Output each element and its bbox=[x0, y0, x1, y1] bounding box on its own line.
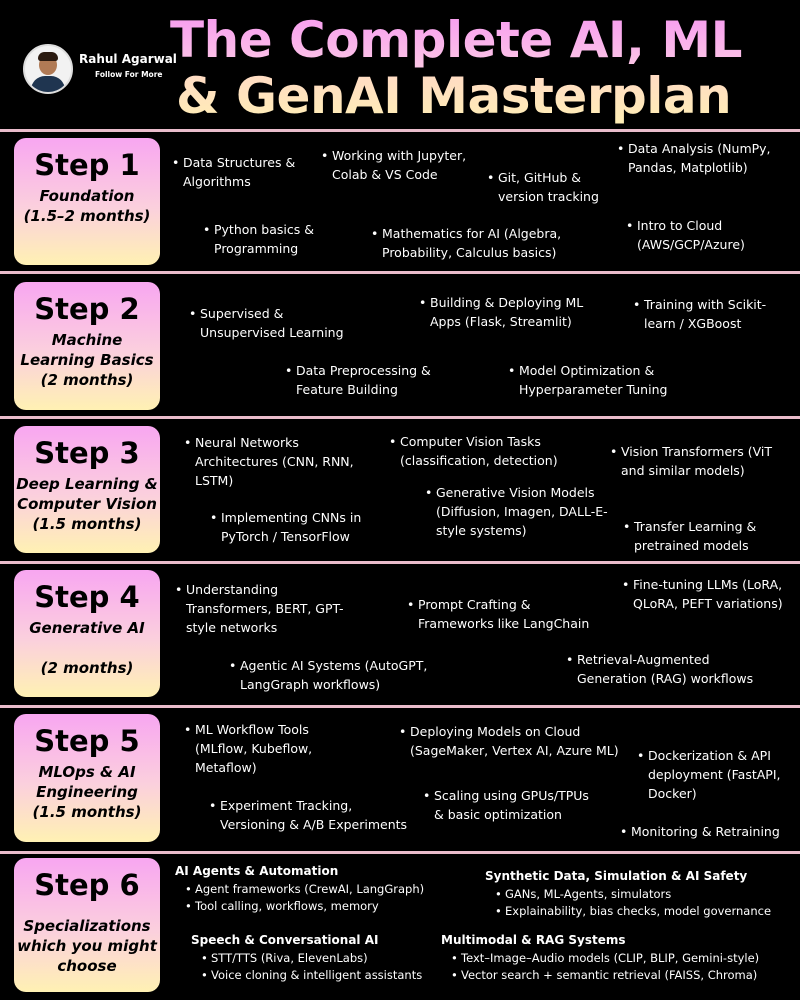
step-subtitle: MLOps & AI Engineering (1.5 months) bbox=[32, 763, 142, 821]
specialization-heading: Multimodal & RAG Systems bbox=[441, 933, 626, 947]
page-title-line-2: & GenAI Masterplan bbox=[176, 67, 732, 125]
step-label: Step 6 bbox=[34, 868, 140, 902]
specialization-bullet: Tool calling, workflows, memory bbox=[185, 898, 379, 915]
step-subtitle: Foundation (1.5–2 months) bbox=[23, 187, 151, 225]
specialization-bullet: Agent frameworks (CrewAI, LangGraph) bbox=[185, 881, 424, 898]
topic-bullet: Vision Transformers (ViT and similar mod… bbox=[610, 442, 772, 480]
section-divider bbox=[0, 705, 800, 708]
section-divider bbox=[0, 561, 800, 564]
topic-bullet: Model Optimization & Hyperparameter Tuni… bbox=[508, 361, 667, 399]
step-subtitle: Specializations which you might choose bbox=[17, 917, 157, 975]
topic-bullet: Prompt Crafting & Frameworks like LangCh… bbox=[407, 595, 589, 633]
section-divider bbox=[0, 416, 800, 419]
specialization-heading: AI Agents & Automation bbox=[175, 864, 339, 878]
step-3-card: Step 3 Deep Learning & Computer Vision (1… bbox=[14, 426, 160, 553]
specialization-heading: Speech & Conversational AI bbox=[191, 933, 379, 947]
specialization-bullet: GANs, ML-Agents, simulators bbox=[495, 886, 671, 903]
step-2-card: Step 2 Machine Learning Basics (2 months) bbox=[14, 282, 160, 410]
topic-bullet: Computer Vision Tasks (classification, d… bbox=[389, 432, 558, 470]
step-1-card: Step 1 Foundation (1.5–2 months) bbox=[14, 138, 160, 265]
topic-bullet: Mathematics for AI (Algebra, Probability… bbox=[371, 224, 561, 262]
topic-bullet: Building & Deploying ML Apps (Flask, Str… bbox=[419, 293, 583, 331]
step-label: Step 1 bbox=[34, 148, 140, 182]
topic-bullet: Generative Vision Models (Diffusion, Ima… bbox=[425, 483, 608, 540]
section-divider bbox=[0, 271, 800, 274]
specialization-bullet: Vector search + semantic retrieval (FAIS… bbox=[451, 967, 757, 984]
step-label: Step 3 bbox=[34, 436, 140, 470]
step-4-card: Step 4 Generative AI (2 months) bbox=[14, 570, 160, 697]
step-label: Step 4 bbox=[34, 580, 140, 614]
topic-bullet: Training with Scikit- learn / XGBoost bbox=[633, 295, 766, 333]
specialization-heading: Synthetic Data, Simulation & AI Safety bbox=[485, 869, 748, 883]
topic-bullet: Data Analysis (NumPy, Pandas, Matplotlib… bbox=[617, 139, 771, 177]
specialization-bullet: Voice cloning & intelligent assistants bbox=[201, 967, 422, 984]
topic-bullet: Intro to Cloud (AWS/GCP/Azure) bbox=[626, 216, 745, 254]
topic-bullet: Understanding Transformers, BERT, GPT- s… bbox=[175, 580, 344, 637]
section-divider bbox=[0, 851, 800, 854]
topic-bullet: Working with Jupyter, Colab & VS Code bbox=[321, 146, 466, 184]
specialization-bullet: Explainability, bias checks, model gover… bbox=[495, 903, 771, 920]
author-tagline: Follow For More bbox=[95, 70, 163, 79]
page-title-line-1: The Complete AI, ML bbox=[170, 11, 743, 69]
topic-bullet: Experiment Tracking, Versioning & A/B Ex… bbox=[209, 796, 407, 834]
topic-bullet: Scaling using GPUs/TPUs & basic optimiza… bbox=[423, 786, 589, 824]
topic-bullet: Monitoring & Retraining bbox=[620, 822, 780, 841]
step-6-card: Step 6 Specializations which you might ch… bbox=[14, 858, 160, 992]
specialization-bullet: Text–Image–Audio models (CLIP, BLIP, Gem… bbox=[451, 950, 759, 967]
topic-bullet: ML Workflow Tools (MLflow, Kubeflow, Met… bbox=[184, 720, 312, 777]
step-subtitle: Generative AI (2 months) bbox=[29, 619, 145, 677]
topic-bullet: Transfer Learning & pretrained models bbox=[623, 517, 756, 555]
step-subtitle: Machine Learning Basics (2 months) bbox=[20, 331, 154, 389]
step-label: Step 5 bbox=[34, 724, 140, 758]
step-label: Step 2 bbox=[34, 292, 140, 326]
topic-bullet: Retrieval-Augmented Generation (RAG) wor… bbox=[566, 650, 753, 688]
topic-bullet: Data Structures & Algorithms bbox=[172, 153, 295, 191]
topic-bullet: Data Preprocessing & Feature Building bbox=[285, 361, 431, 399]
author-avatar bbox=[23, 44, 73, 94]
topic-bullet: Git, GitHub & version tracking bbox=[487, 168, 599, 206]
topic-bullet: Supervised & Unsupervised Learning bbox=[189, 304, 344, 342]
topic-bullet: Dockerization & API deployment (FastAPI,… bbox=[637, 746, 780, 803]
topic-bullet: Fine-tuning LLMs (LoRA, QLoRA, PEFT vari… bbox=[622, 575, 783, 613]
step-5-card: Step 5 MLOps & AI Engineering (1.5 months… bbox=[14, 714, 160, 842]
specialization-bullet: STT/TTS (Riva, ElevenLabs) bbox=[201, 950, 368, 967]
topic-bullet: Deploying Models on Cloud (SageMaker, Ve… bbox=[399, 722, 619, 760]
topic-bullet: Python basics & Programming bbox=[203, 220, 314, 258]
topic-bullet: Agentic AI Systems (AutoGPT, LangGraph w… bbox=[229, 656, 427, 694]
step-subtitle: Deep Learning & Computer Vision (1.5 mon… bbox=[16, 475, 158, 533]
topic-bullet: Implementing CNNs in PyTorch / TensorFlo… bbox=[210, 508, 361, 546]
author-name: Rahul Agarwal bbox=[79, 52, 177, 66]
topic-bullet: Neural Networks Architectures (CNN, RNN,… bbox=[184, 433, 354, 490]
section-divider bbox=[0, 129, 800, 132]
